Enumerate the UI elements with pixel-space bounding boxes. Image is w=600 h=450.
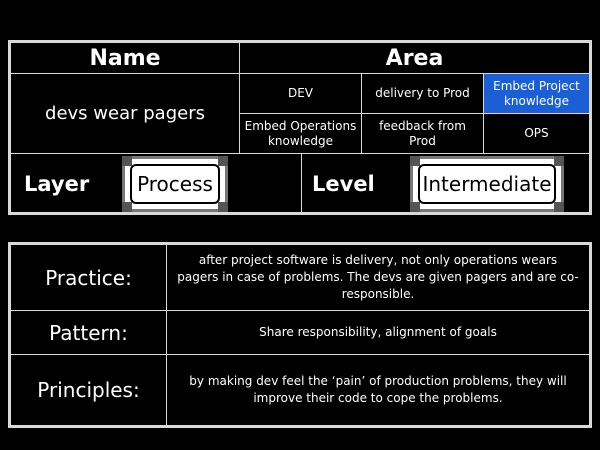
level-badge[interactable]: Intermediate [410,156,564,212]
pattern-text: Share responsibility, alignment of goals [166,310,590,355]
bottom-table: Practice: after project software is deli… [8,242,592,428]
area-header: Area [239,42,590,74]
name-header: Name [10,42,240,74]
area-embed-operations-knowledge[interactable]: Embed Operations knowledge [239,113,362,154]
area-ops[interactable]: OPS [483,113,590,154]
practice-label: Practice: [10,244,167,311]
principles-text: by making dev feel the ‘pain’ of product… [166,354,590,426]
level-value: Intermediate [418,164,556,204]
area-dev[interactable]: DEV [239,73,362,114]
top-table: Name Area devs wear pagers DEV delivery … [8,40,592,215]
layer-value: Process [130,164,220,204]
principles-label: Principles: [10,354,167,426]
area-feedback-from-prod[interactable]: feedback from Prod [361,113,484,154]
pattern-label: Pattern: [10,310,167,355]
name-value: devs wear pagers [10,73,240,154]
layer-badge[interactable]: Process [122,156,228,212]
area-delivery-to-prod[interactable]: delivery to Prod [361,73,484,114]
level-cell [301,153,590,213]
layer-label: Layer [24,172,90,196]
practice-text: after project software is delivery, not … [166,244,590,311]
area-embed-project-knowledge[interactable]: Embed Project knowledge [483,73,590,114]
level-label: Level [312,172,375,196]
